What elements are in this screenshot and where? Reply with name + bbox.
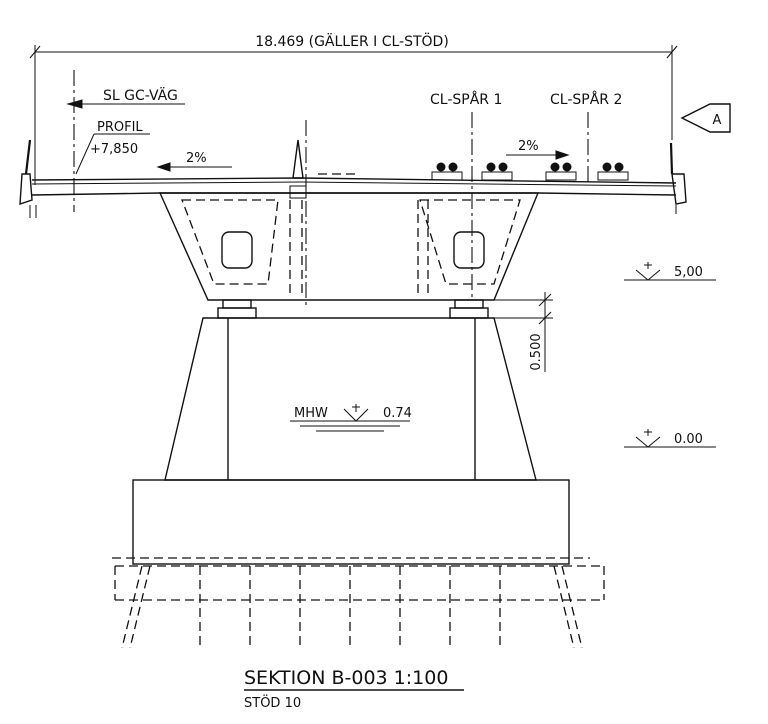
title-block: SEKTION B-003 1:100 STÖD 10 — [244, 667, 464, 711]
pier — [164, 317, 537, 481]
bearings — [217, 299, 489, 319]
mhw-level: MHW 0.74 — [290, 404, 412, 432]
profil-label-group: PROFIL +7,850 — [75, 120, 150, 175]
level-5-label: 5,00 — [674, 265, 703, 280]
cl-spar-2-group: CL-SPÅR 2 — [550, 91, 622, 182]
slope-right-label: 2% — [518, 139, 539, 154]
drawing-subtitle: STÖD 10 — [244, 694, 301, 711]
sl-gc-vag-label: SL GC-VÄG — [103, 86, 178, 104]
drawing-title: SEKTION B-003 1:100 — [244, 667, 448, 689]
piles — [121, 565, 583, 649]
box-girder — [158, 192, 540, 301]
cl-spar-1-label: CL-SPÅR 1 — [430, 91, 502, 108]
slope-left-label: 2% — [186, 151, 207, 166]
section-marker-label: A — [713, 113, 722, 128]
slope-left: 2% — [156, 151, 232, 172]
mhw-label: MHW — [294, 406, 328, 421]
overall-width-dimension: 18.469 (GÄLLER I CL-STÖD) — [29, 32, 678, 185]
dimension-500: 0.500 — [485, 292, 553, 372]
slope-right: 2% — [506, 139, 570, 160]
level-5: 5,00 — [624, 262, 716, 281]
track-rails — [318, 162, 629, 181]
dimension-500-label: 0.500 — [529, 333, 544, 370]
overall-width-label: 18.469 (GÄLLER I CL-STÖD) — [255, 32, 449, 50]
profil-value: +7,850 — [90, 142, 138, 157]
sl-gc-vag-label-group: SL GC-VÄG — [66, 70, 185, 212]
level-0-label: 0.00 — [674, 432, 703, 447]
cl-spar-2-label: CL-SPÅR 2 — [550, 91, 622, 108]
level-0: 0.00 — [624, 429, 716, 448]
mhw-value: 0.74 — [383, 406, 412, 421]
pile-cap — [112, 479, 605, 601]
profil-label: PROFIL — [97, 120, 143, 135]
section-marker: A — [680, 103, 731, 133]
